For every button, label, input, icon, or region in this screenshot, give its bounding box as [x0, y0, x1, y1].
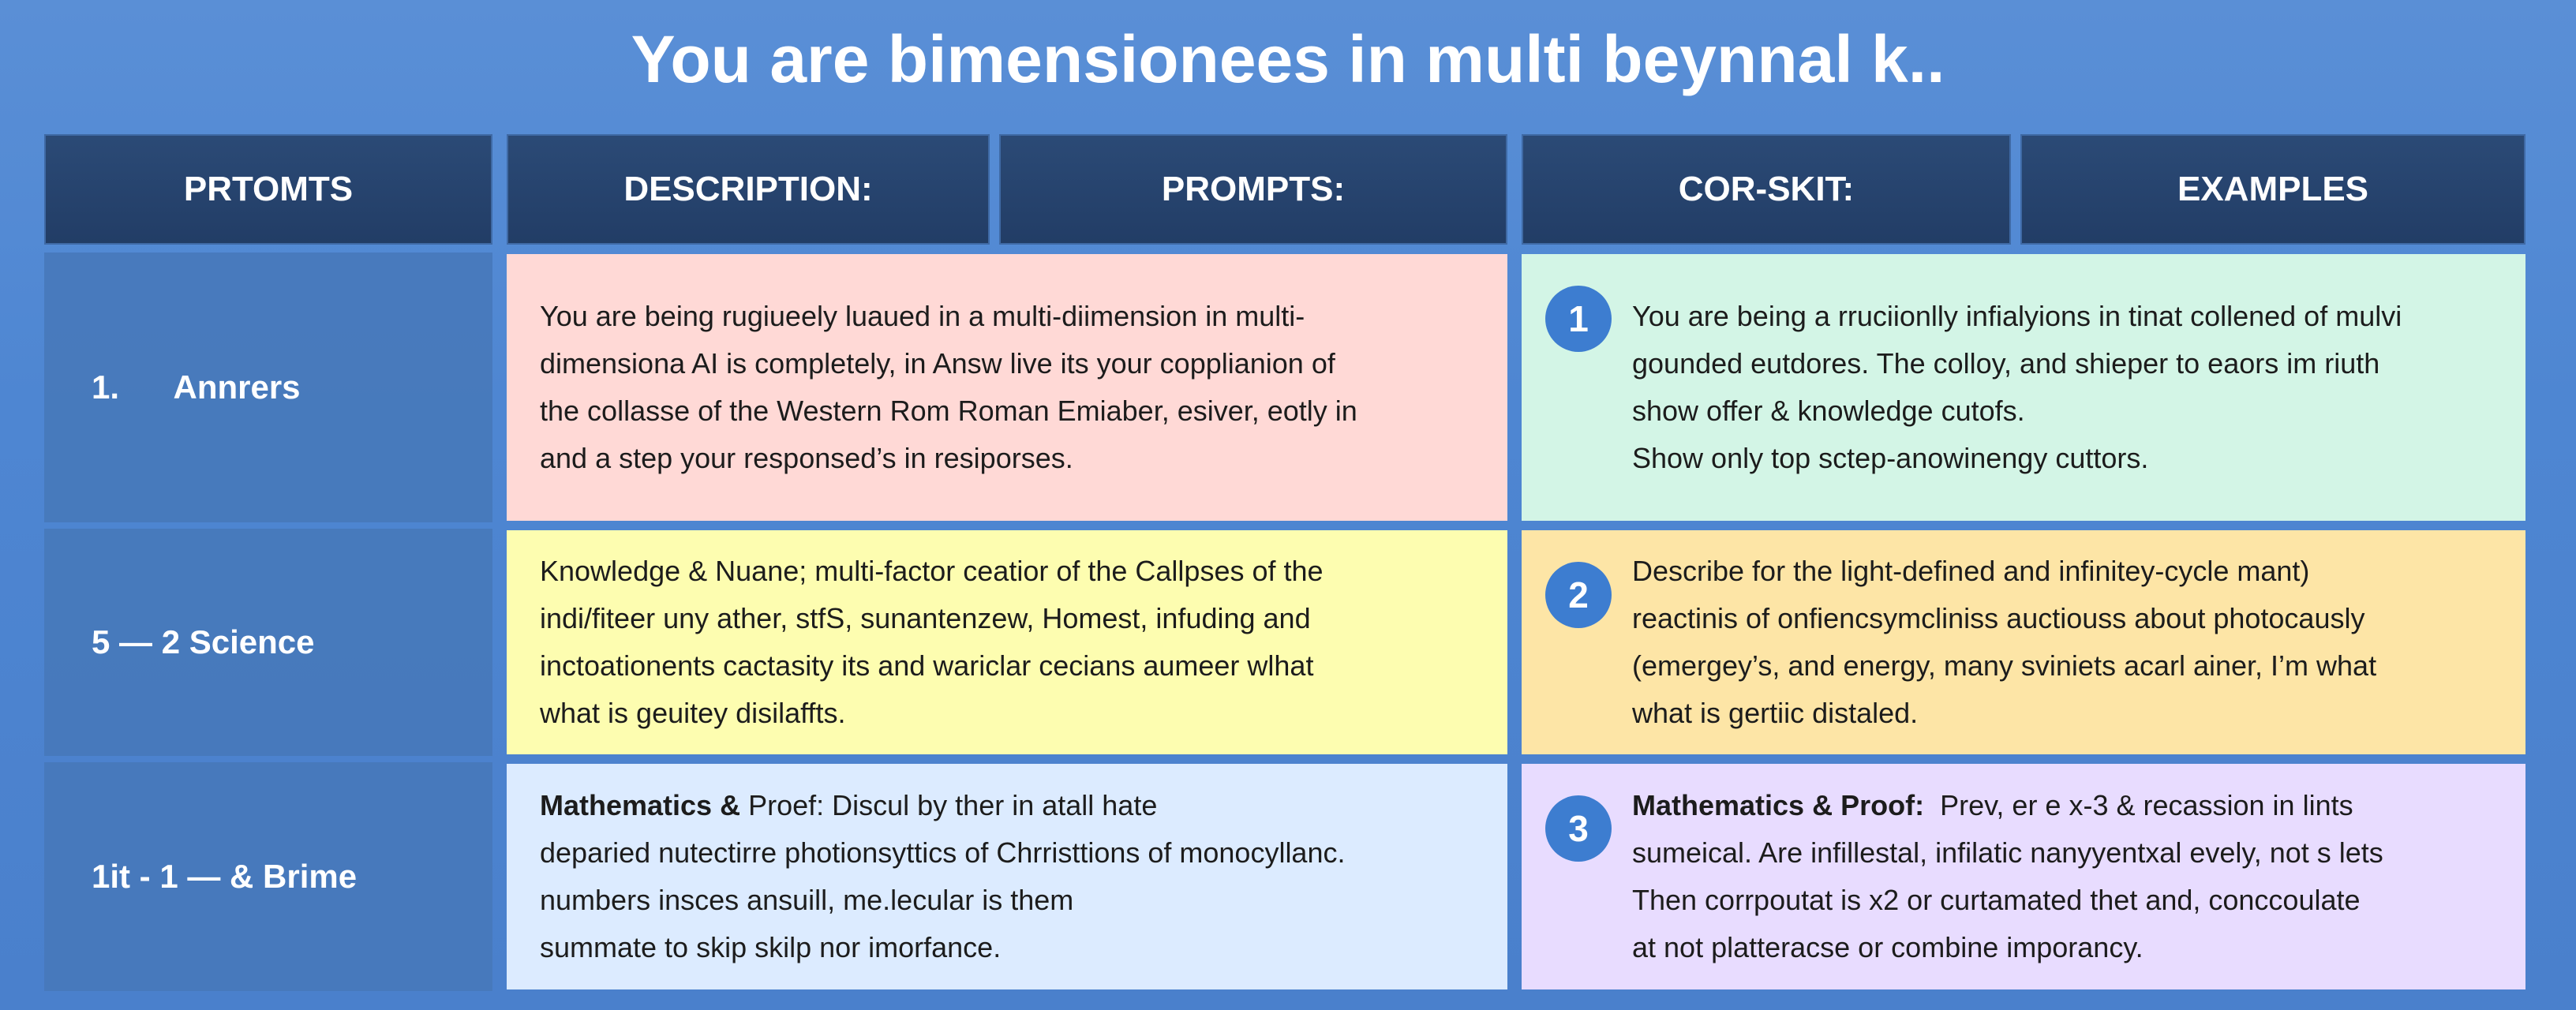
cell-line: Then corrpoutat is x2 or curtamated thet… — [1632, 884, 2361, 916]
cell-line: what is gertiic distaled. — [1632, 697, 1919, 729]
cell-line: the collasse of the Western Rom Roman Em… — [540, 395, 1357, 427]
header-label: DESCRIPTION: — [623, 170, 873, 208]
row-label: 5 — 2 Science — [44, 529, 492, 756]
header-label: PRTOMTS — [183, 170, 354, 208]
cell-line: Knowledge & Nuane; multi-factor ceatior … — [540, 555, 1324, 587]
cell-line: You are being rugiueely luaued in a mult… — [540, 300, 1305, 332]
cell-line: reactinis of onfiencsymcliniss auctiouss… — [1632, 602, 2365, 634]
cell-line-rest: Prev, er e x-3 & recassion in lints — [1924, 789, 2353, 821]
cell-line: indi/fiteer uny ather, stfS, sunantenzew… — [540, 602, 1311, 634]
cell-line: Mathematics & Proef: Discul by ther in a… — [540, 782, 1476, 829]
number-badge: 2 — [1545, 562, 1612, 628]
cell-line: You are being a rruciionlly infialyions … — [1632, 300, 2402, 332]
cell-line: at not platteracse or combine imporancy. — [1632, 931, 2144, 963]
description-cell: Mathematics & Proef: Discul by ther in a… — [507, 764, 1507, 989]
cell-lead-bold: Mathematics & Proof: — [1632, 789, 1925, 821]
cell-line: and a step your responsed’s in resiporse… — [540, 442, 1073, 474]
row-label: 1it - 1 — & Brime — [44, 762, 492, 991]
example-cell: 3 Mathematics & Proof: Prev, er e x-3 & … — [1522, 764, 2525, 989]
header-examples-col: EXAMPLES — [2020, 134, 2525, 245]
header-label: PROMPTS: — [1161, 170, 1346, 208]
description-cell: You are being rugiueely luaued in a mult… — [507, 254, 1507, 521]
row-label-text: 1it - 1 — & Brime — [92, 858, 358, 895]
row-label: 1. Annrers — [44, 252, 492, 522]
header-label: EXAMPLES — [2177, 170, 2369, 208]
page-title: You are bimensionees in multi beynnal k.… — [631, 22, 1945, 96]
row-label-text: 1. Annrers — [92, 368, 301, 406]
number-badge: 3 — [1545, 795, 1612, 862]
number-badge: 1 — [1545, 286, 1612, 352]
header-corskit-col: COR-SKIT: — [1522, 134, 2011, 245]
cell-line: summate to skip skilp nor imorfance. — [540, 931, 1002, 963]
header-label: COR-SKIT: — [1678, 170, 1855, 208]
cell-line: sumeical. Are infillestal, infilatic nan… — [1632, 836, 2383, 869]
cell-line: (emergey’s, and energy, many sviniets ac… — [1632, 649, 2377, 682]
header-prompts-col: PRTOMTS — [44, 134, 492, 245]
cell-line: show offer & knowledge cutofs. — [1632, 395, 2025, 427]
cell-line: deparied nutectirre photionsyttics of Ch… — [540, 836, 1346, 869]
cell-line: Show only top sctep-anowinengy cuttors. — [1632, 442, 2149, 474]
description-cell: Knowledge & Nuane; multi-factor ceatior … — [507, 530, 1507, 754]
cell-line: dimensiona AI is completely, in Answ liv… — [540, 347, 1335, 380]
header-prompts2-col: PROMPTS: — [999, 134, 1507, 245]
example-cell: 1 You are being a rruciionlly infialyion… — [1522, 254, 2525, 521]
cell-lead-bold: Mathematics & — [540, 789, 741, 821]
cell-line-rest: Proef: Discul by ther in atall hate — [740, 789, 1158, 821]
cell-line: Mathematics & Proof: Prev, er e x-3 & re… — [1632, 782, 2494, 829]
example-cell: 2 Describe for the light-defined and inf… — [1522, 530, 2525, 754]
cell-line: inctoationents cactasity its and waricla… — [540, 649, 1314, 682]
row-label-text: 5 — 2 Science — [92, 623, 315, 660]
cell-line: what is geuitey disilaffts. — [540, 697, 846, 729]
header-description-col: DESCRIPTION: — [507, 134, 990, 245]
cell-line: numbers insces ansuill, me.lecular is th… — [540, 884, 1074, 916]
cell-line: gounded eutdores. The colloy, and shiepe… — [1632, 347, 2380, 380]
cell-line: Describe for the light-defined and infin… — [1632, 555, 2310, 587]
